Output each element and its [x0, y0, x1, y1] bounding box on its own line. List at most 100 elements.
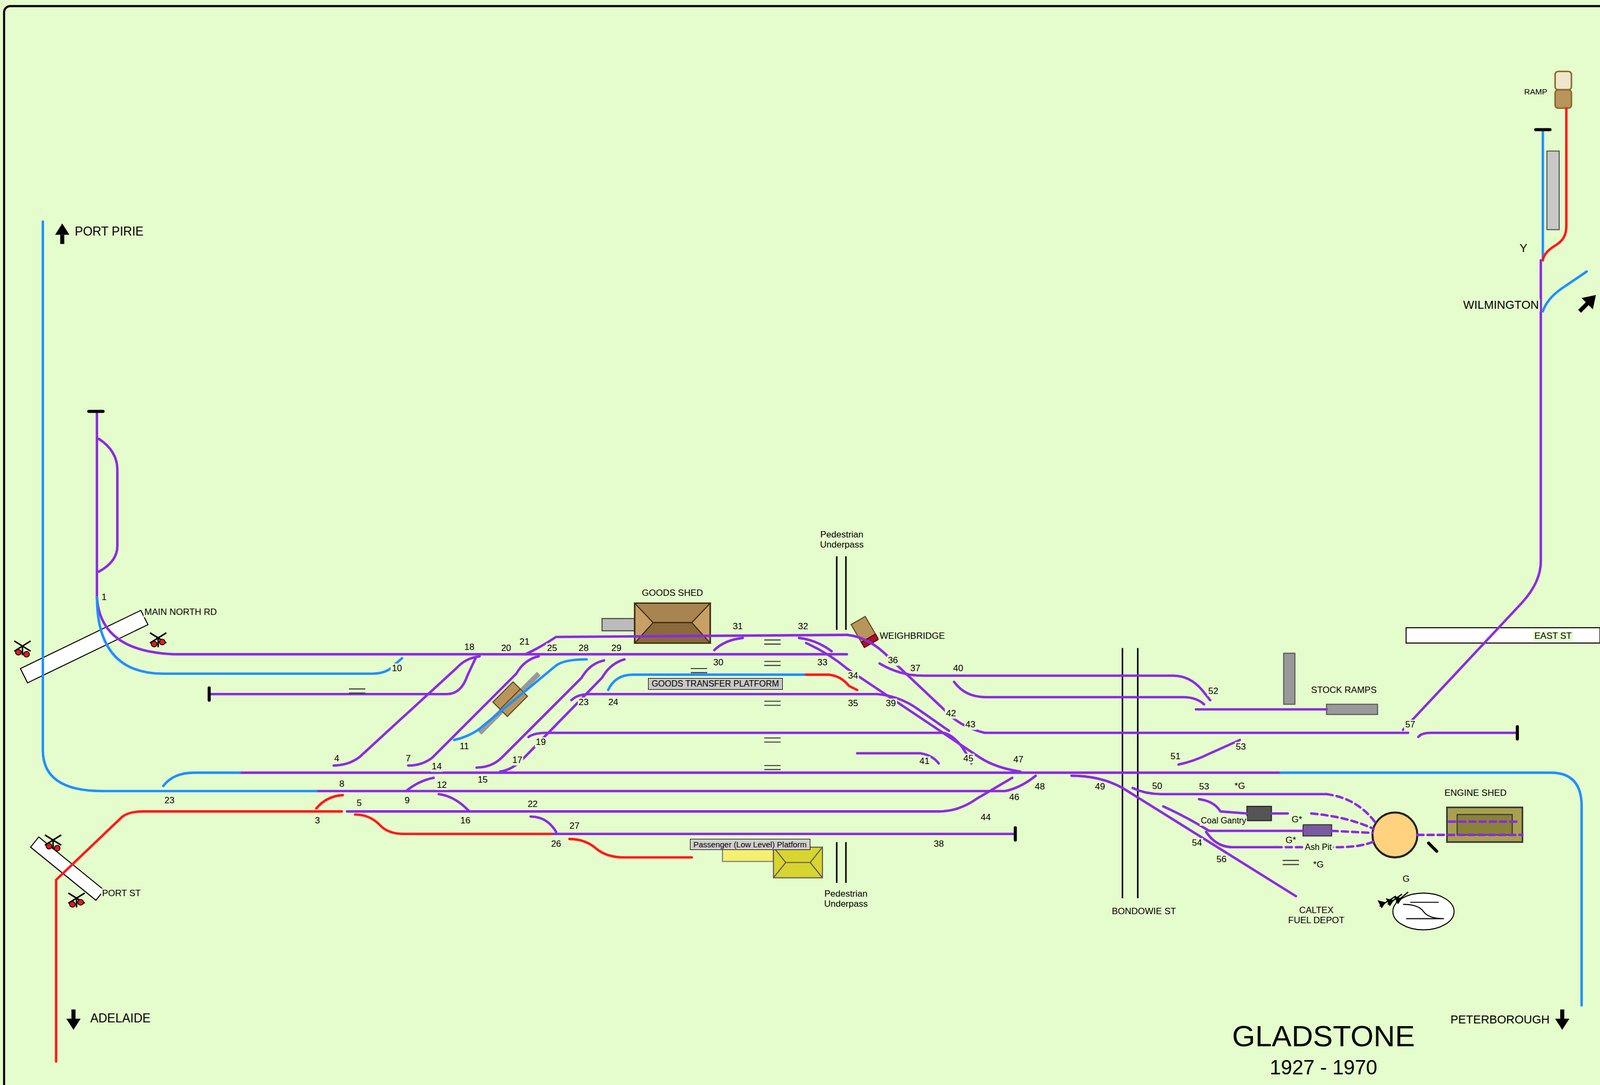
map-label: 9 [403, 794, 411, 806]
track [525, 634, 847, 655]
stock-ramp [1283, 652, 1296, 704]
roof-face [634, 622, 711, 643]
map-label: WEIGHBRIDGE [878, 630, 947, 641]
map-label: 45 [962, 753, 975, 764]
map-label: 14 [430, 761, 443, 772]
platform-building [773, 846, 823, 878]
map-label: PORT PIRIE [73, 224, 145, 239]
track [316, 775, 1036, 791]
map-label: G* [1284, 834, 1298, 845]
turntable [1372, 811, 1418, 858]
signal-light [54, 844, 60, 851]
stock-ramp [1326, 703, 1378, 714]
key-lines [1403, 902, 1445, 919]
gantry-key [1392, 892, 1454, 930]
signal-light [77, 898, 84, 905]
crossing-signals [14, 632, 167, 908]
roads [20, 555, 1600, 900]
map-label: 11 [458, 740, 471, 751]
track [799, 637, 833, 651]
structures [479, 71, 1572, 930]
map-label: 3 [313, 815, 321, 826]
map-label: 54 [1191, 837, 1204, 848]
track [97, 596, 847, 654]
map-label: 39 [884, 697, 897, 708]
map-label: BONDOWIE ST [1110, 906, 1177, 917]
map-label: 22 [526, 799, 539, 810]
map-label: 25 [545, 642, 558, 653]
map-label: 4 [333, 753, 340, 764]
loading-dock [601, 618, 635, 631]
road-band [1405, 627, 1600, 643]
map-label: 27 [568, 820, 581, 831]
map-label: 41 [918, 756, 931, 767]
map-label: G* [1290, 814, 1304, 825]
track [1280, 772, 1582, 1005]
map-label: 34 [846, 670, 860, 681]
map-label: 47 [1012, 754, 1025, 765]
signal-light [151, 641, 157, 648]
red-tracks [56, 108, 1567, 1062]
diagram-title: GLADSTONE [1230, 1019, 1416, 1053]
map-label: 43 [964, 719, 977, 730]
signal-light [23, 651, 30, 658]
signal-light [15, 649, 22, 655]
blue-tracks [42, 130, 1587, 1005]
track [1195, 707, 1327, 711]
map-label: Ash Pit [1304, 842, 1334, 852]
track [438, 793, 470, 812]
map-label: 20 [500, 642, 513, 653]
map-label: 23 [163, 794, 176, 806]
dashed-track [1310, 812, 1374, 829]
map-label: *G [1312, 859, 1325, 870]
map-label: 52 [1207, 685, 1220, 696]
map-label: 36 [886, 655, 899, 666]
track [406, 777, 434, 791]
map-label: 48 [1033, 781, 1046, 792]
map-label: 23 [577, 696, 590, 707]
frame [4, 6, 1600, 1085]
platform-name: Passenger (Low Level) Platform [693, 839, 807, 849]
map-label: 26 [549, 838, 563, 850]
track [316, 794, 343, 809]
track [1541, 130, 1545, 260]
key-arrowheads [1377, 895, 1403, 908]
map-label: 53 [1234, 741, 1247, 753]
map-label: ENGINE SHED [1443, 788, 1508, 799]
platform-name: GOODS TRANSFER PLATFORM [651, 678, 780, 689]
signal-post [22, 637, 159, 907]
arrow-head [1554, 1018, 1570, 1030]
buffer-stop [88, 129, 1550, 851]
arrow-head [1581, 294, 1596, 310]
map-label: 28 [577, 642, 590, 653]
siding-marks [348, 639, 1299, 864]
map-label: 15 [476, 774, 489, 785]
map-label: 44 [979, 812, 992, 823]
track [1199, 798, 1247, 813]
map-label: 38 [932, 838, 946, 850]
track [806, 642, 1021, 772]
map-label: 31 [731, 621, 745, 632]
dashed-track [1326, 793, 1376, 823]
track [608, 674, 807, 690]
map-label: EAST ST [1533, 630, 1573, 641]
map-label: 8 [338, 778, 346, 789]
map-label: *G [1233, 780, 1247, 791]
roof-face [634, 602, 711, 623]
track [500, 659, 625, 772]
track [1178, 739, 1240, 765]
map-label: 53 [1198, 781, 1211, 792]
signal-cross [14, 632, 167, 904]
map-label: MAIN NORTH RD [143, 607, 218, 618]
map-label: ADELAIDE [89, 1011, 152, 1026]
track [714, 637, 743, 650]
map-label: 30 [712, 657, 725, 668]
track [453, 659, 587, 740]
track [56, 810, 343, 1061]
ramp-box [1554, 89, 1572, 109]
signal-light [159, 639, 166, 645]
track [355, 814, 552, 834]
platform-box: GOODS TRANSFER PLATFORM [648, 677, 783, 690]
